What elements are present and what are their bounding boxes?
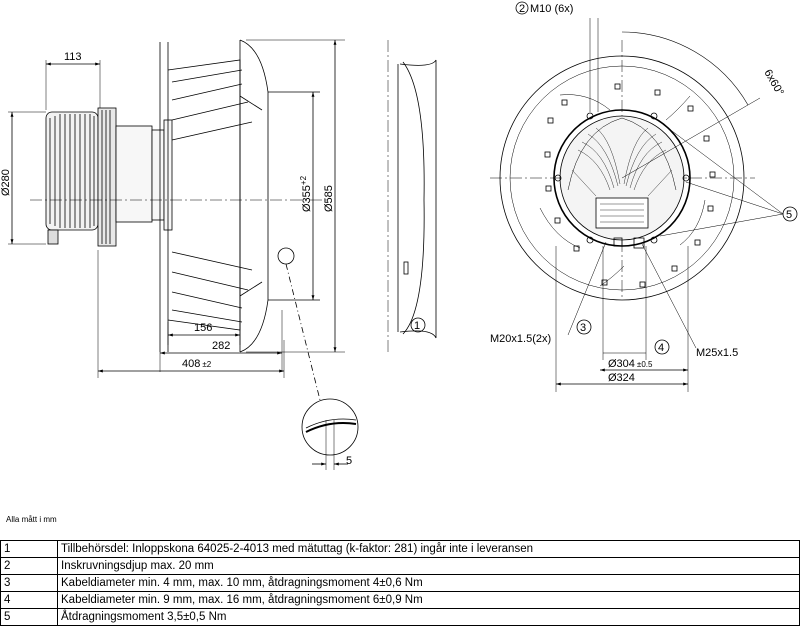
legend-text: Inskruvningsdjup max. 20 mm: [57, 557, 800, 575]
dim-282-label: 282: [212, 340, 230, 352]
m20-label: M20x1.5(2x): [490, 333, 551, 345]
legend-text: Kabeldiameter min. 9 mm, max. 16 mm, åtd…: [57, 591, 800, 609]
legend-number: 5: [0, 608, 58, 626]
dim-355-value: Ø355: [301, 185, 313, 212]
front-view: [490, 1, 798, 392]
dim-408-value: 408: [182, 358, 200, 370]
dim-304-tolerance: ±0.5: [637, 360, 653, 369]
terminal-box: [595, 197, 649, 229]
table-row: 2 Inskruvningsdjup max. 20 mm: [0, 557, 800, 575]
table-row: 1 Tillbehörsdel: Inloppskona 64025-2-401…: [0, 540, 800, 558]
legend-text: Kabeldiameter min. 4 mm, max. 10 mm, åtd…: [57, 574, 800, 592]
dim-5-label: 5: [346, 455, 352, 467]
callout-2: 2: [519, 3, 525, 15]
legend-table: 1 Tillbehörsdel: Inloppskona 64025-2-401…: [0, 540, 800, 626]
dim-113-label: 113: [64, 51, 82, 63]
m10-label: M10 (6x): [530, 3, 573, 15]
motor-housing: [45, 107, 173, 247]
legend-number: 4: [0, 591, 58, 609]
legend-text: Tillbehörsdel: Inloppskona 64025-2-4013 …: [57, 540, 800, 558]
callout-5: 5: [786, 209, 792, 221]
table-row: 5 Åtdragningsmoment 3,5±0,5 Nm: [0, 608, 800, 626]
dim-355-tolerance: +2: [299, 175, 308, 185]
inlet-cone-view: [387, 40, 437, 352]
legend-number: 3: [0, 574, 58, 592]
table-row: 3 Kabeldiameter min. 4 mm, max. 10 mm, å…: [0, 574, 800, 592]
callout-3: 3: [580, 322, 586, 334]
units-note: Alla mått i mm: [6, 515, 57, 524]
dim-585-label: Ø585: [323, 185, 335, 212]
cooling-fins: [571, 127, 673, 197]
dim-324-label: Ø324: [608, 372, 635, 384]
table-row: 4 Kabeldiameter min. 9 mm, max. 16 mm, å…: [0, 591, 800, 609]
callout-1: 1: [414, 320, 420, 332]
dim-280-label: Ø280: [0, 169, 12, 196]
impeller: [159, 39, 321, 401]
detail-view: [301, 398, 359, 470]
legend-text: Åtdragningsmoment 3,5±0,5 Nm: [57, 608, 800, 626]
dim-355-label: Ø355+2: [299, 175, 313, 212]
technical-drawing: 113 Ø280 Ø355+2 Ø585 156 282 408±2 5 1: [0, 1, 798, 470]
dim-304-value: Ø304: [608, 358, 635, 370]
side-view: [8, 39, 359, 470]
dim-408-label: 408±2: [182, 358, 212, 370]
callout-4: 4: [658, 342, 664, 354]
dim-304-label: Ø304±0.5: [608, 358, 653, 370]
m25-label: M25x1.5: [696, 347, 738, 359]
legend-number: 1: [0, 540, 58, 558]
legend-number: 2: [0, 557, 58, 575]
angle-label: 6x60°: [761, 68, 786, 98]
dim-408-tolerance: ±2: [202, 360, 211, 369]
dim-156-label: 156: [194, 322, 212, 334]
side-dimensions: [8, 39, 345, 378]
